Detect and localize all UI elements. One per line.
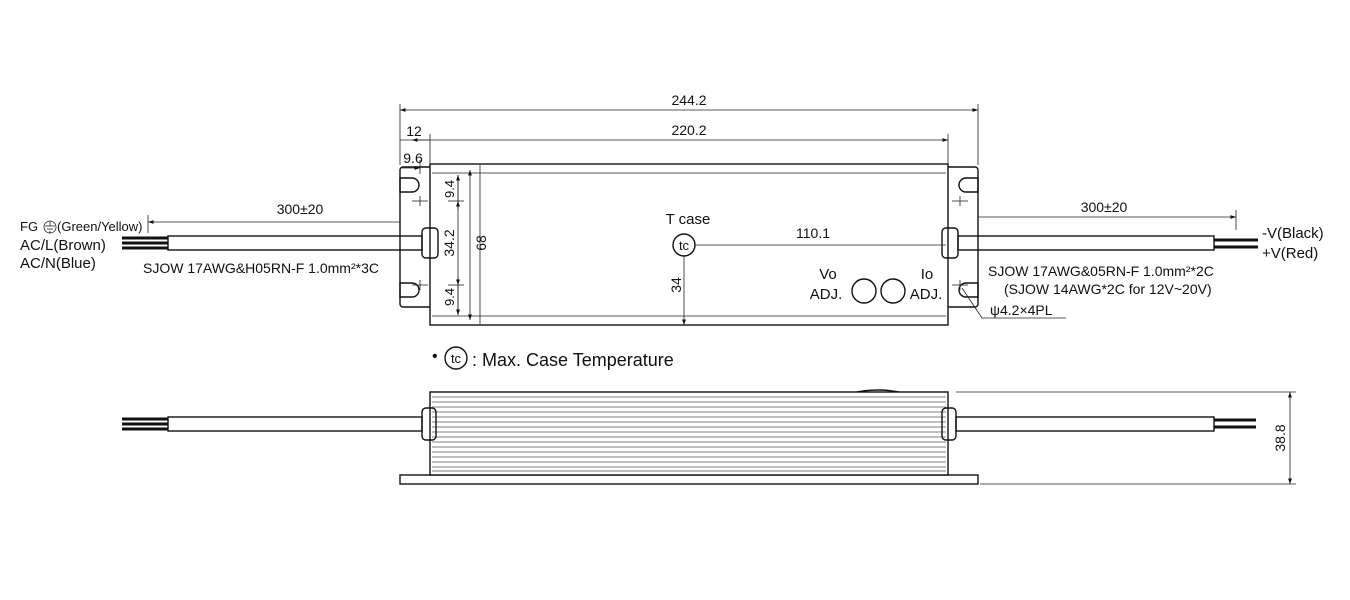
legend-bullet: • [432, 348, 438, 365]
side-view: 38.8 [122, 389, 1296, 485]
io-label: Io [921, 266, 934, 283]
ground-icon [43, 220, 57, 234]
height-68-value: 68 [473, 235, 489, 251]
output-labels: 300±20 -V(Black) +V(Red) SJOW 17AWG&05RN… [961, 199, 1324, 319]
holes-label: ψ4.2×4PL [990, 302, 1053, 318]
center-34-value: 34 [668, 277, 684, 293]
input-labels: 300±20 FG (Green/Yellow) AC/L(Brown) AC/… [20, 201, 400, 276]
flange-96-value: 9.6 [403, 150, 423, 166]
mounting-slots [399, 177, 979, 298]
tc-marker: tc T case [666, 211, 946, 325]
fg-suffix: (Green/Yellow) [57, 219, 143, 234]
vo-label: Vo [819, 266, 837, 283]
dim-flange-96: 9.6 [400, 150, 423, 174]
mounting-holes [412, 196, 968, 290]
edge-94-top: 9.4 [442, 180, 457, 198]
vo-adj-label: ADJ. [810, 286, 843, 303]
vo-adj-pot [851, 278, 877, 304]
heatsink-fins [432, 396, 946, 472]
top-view: tc T case Vo ADJ. Io ADJ. 244.2 220.2 [20, 92, 1324, 326]
io-adj-pot [880, 278, 906, 304]
tcase-label: T case [666, 211, 711, 228]
overall-length-value: 244.2 [671, 92, 706, 108]
legend-text: : Max. Case Temperature [472, 350, 674, 370]
ac-n-label: AC/N(Blue) [20, 255, 96, 272]
flange-12-value: 12 [406, 123, 422, 139]
ac-l-label: AC/L(Brown) [20, 237, 106, 254]
output-cable-length: 300±20 [1081, 199, 1128, 215]
legend-tc: tc [451, 351, 462, 366]
legend: • tc : Max. Case Temperature [432, 346, 674, 370]
dim-case-length: 220.2 12 [400, 122, 949, 164]
input-cable-length: 300±20 [277, 201, 324, 217]
hole-spacing-value: 34.2 [441, 229, 457, 256]
edge-94-bottom: 9.4 [442, 288, 457, 306]
side-height-value: 38.8 [1272, 424, 1288, 451]
case-length-value: 220.2 [671, 122, 706, 138]
v-neg-label: -V(Black) [1262, 225, 1324, 242]
main-case [429, 163, 949, 326]
output-cable-spec: SJOW 17AWG&05RN-F 1.0mm²*2C [988, 263, 1214, 279]
input-cable [122, 235, 423, 251]
tc-offset-value: 110.1 [796, 225, 830, 241]
tc-marker-label: tc [679, 238, 690, 253]
dim-vertical: 9.4 34.2 9.4 68 34 110.1 [441, 170, 830, 320]
fg-prefix: FG [20, 219, 38, 234]
side-case [429, 391, 949, 476]
output-cable [957, 235, 1258, 251]
adjusters: Vo ADJ. Io ADJ. [810, 266, 943, 304]
dim-overall-length: 244.2 [399, 92, 979, 165]
input-cable-spec: SJOW 17AWG&H05RN-F 1.0mm²*3C [143, 260, 379, 276]
v-pos-label: +V(Red) [1262, 245, 1318, 262]
io-adj-label: ADJ. [910, 286, 943, 303]
output-cable-note: (SJOW 14AWG*2C for 12V~20V) [1004, 281, 1212, 297]
